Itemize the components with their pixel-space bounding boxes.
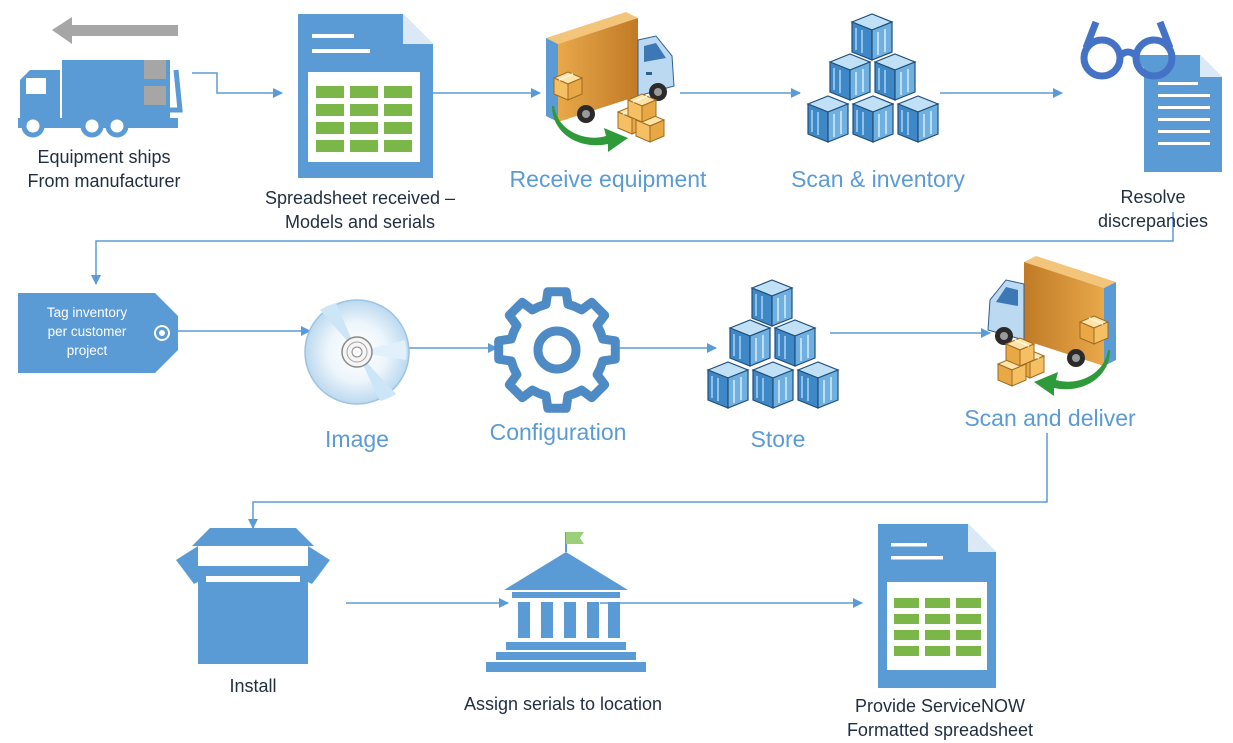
arrow-deliver-to-install [248,433,1048,529]
step-label-tag: Tag inventory per customer project [18,303,156,360]
step-label-image: Image [325,426,389,452]
step-label-install: Install [229,676,277,696]
label-line: Resolve [1120,187,1186,207]
label-line: project [66,343,108,358]
arrow-ship-to-spreadsheet [192,72,283,98]
delivery-truck-icon [987,256,1116,396]
step-label-scan: Scan & inventory [791,166,965,192]
arrow-resolve-to-tag [91,212,1174,285]
step-label-store: Store [750,426,806,452]
step-label-deliver: Scan and deliver [964,405,1136,431]
label-line: Equipment ships [37,147,171,167]
step-label-provide: Provide ServiceNOW Formatted spreadsheet [810,694,1070,742]
building-icon [486,532,646,672]
step-label-spreadsheet: Spreadsheet received – Models and serial… [235,186,485,234]
step-label-ship: Equipment ships From manufacturer [0,145,208,193]
open-box-icon [176,528,330,664]
connector-arrows [91,72,1174,608]
step-label-assign: Assign serials to location [463,694,663,714]
label-line: From manufacturer [27,171,181,191]
label-line: Formatted spreadsheet [846,720,1034,740]
step-label-receive: Receive equipment [509,166,707,192]
label-line: per customer [47,324,127,339]
step-label-resolve: Resolve discrepancies [1078,185,1228,233]
spreadsheet-icon [878,524,996,688]
label-line: Spreadsheet received – [264,188,456,208]
gear-hub [533,326,581,374]
spreadsheet-icon [298,14,433,178]
label-line: Tag inventory [46,305,128,320]
gear-icon [494,287,620,413]
truck-icon [18,17,183,138]
label-line: discrepancies [1097,211,1209,231]
label-line: Models and serials [284,212,436,232]
glasses-document-icon [1080,20,1222,172]
boxes-icon [807,13,939,143]
delivery-truck-icon [546,12,675,152]
label-line: Provide ServiceNOW [854,696,1026,716]
disc-icon [304,299,410,405]
tag-icon [18,293,178,373]
step-label-configuration: Configuration [489,419,627,445]
gear-outline [494,287,620,413]
boxes-icon [707,279,839,409]
